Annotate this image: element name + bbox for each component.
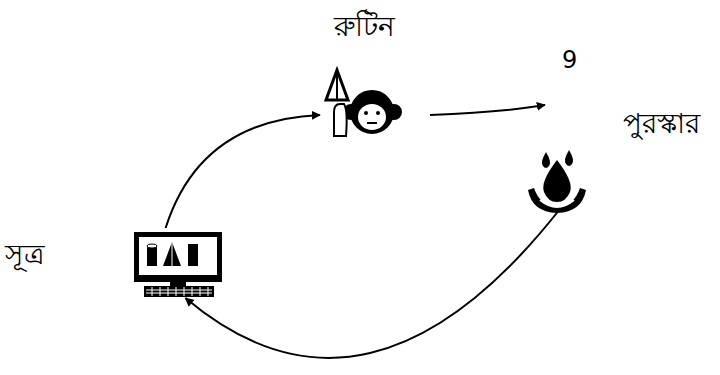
loop-arrow (430, 105, 545, 115)
stage-label: পুরস্কার (623, 107, 700, 141)
loop-stage-node: সূত্র (5, 228, 225, 298)
computer-illustration (134, 232, 222, 297)
reward-illustration (528, 150, 586, 213)
callout-number: 9 (562, 46, 577, 74)
stage-label: রুটিন (334, 10, 395, 44)
loop-arrow (166, 115, 320, 228)
stage-label: সূত্র (5, 238, 45, 272)
monkey-illustration (326, 70, 401, 136)
loop-stage-node: রুটিন (320, 8, 430, 140)
loop-stage-node: পুরস্কার (525, 105, 715, 210)
loop-arrow (185, 210, 559, 358)
